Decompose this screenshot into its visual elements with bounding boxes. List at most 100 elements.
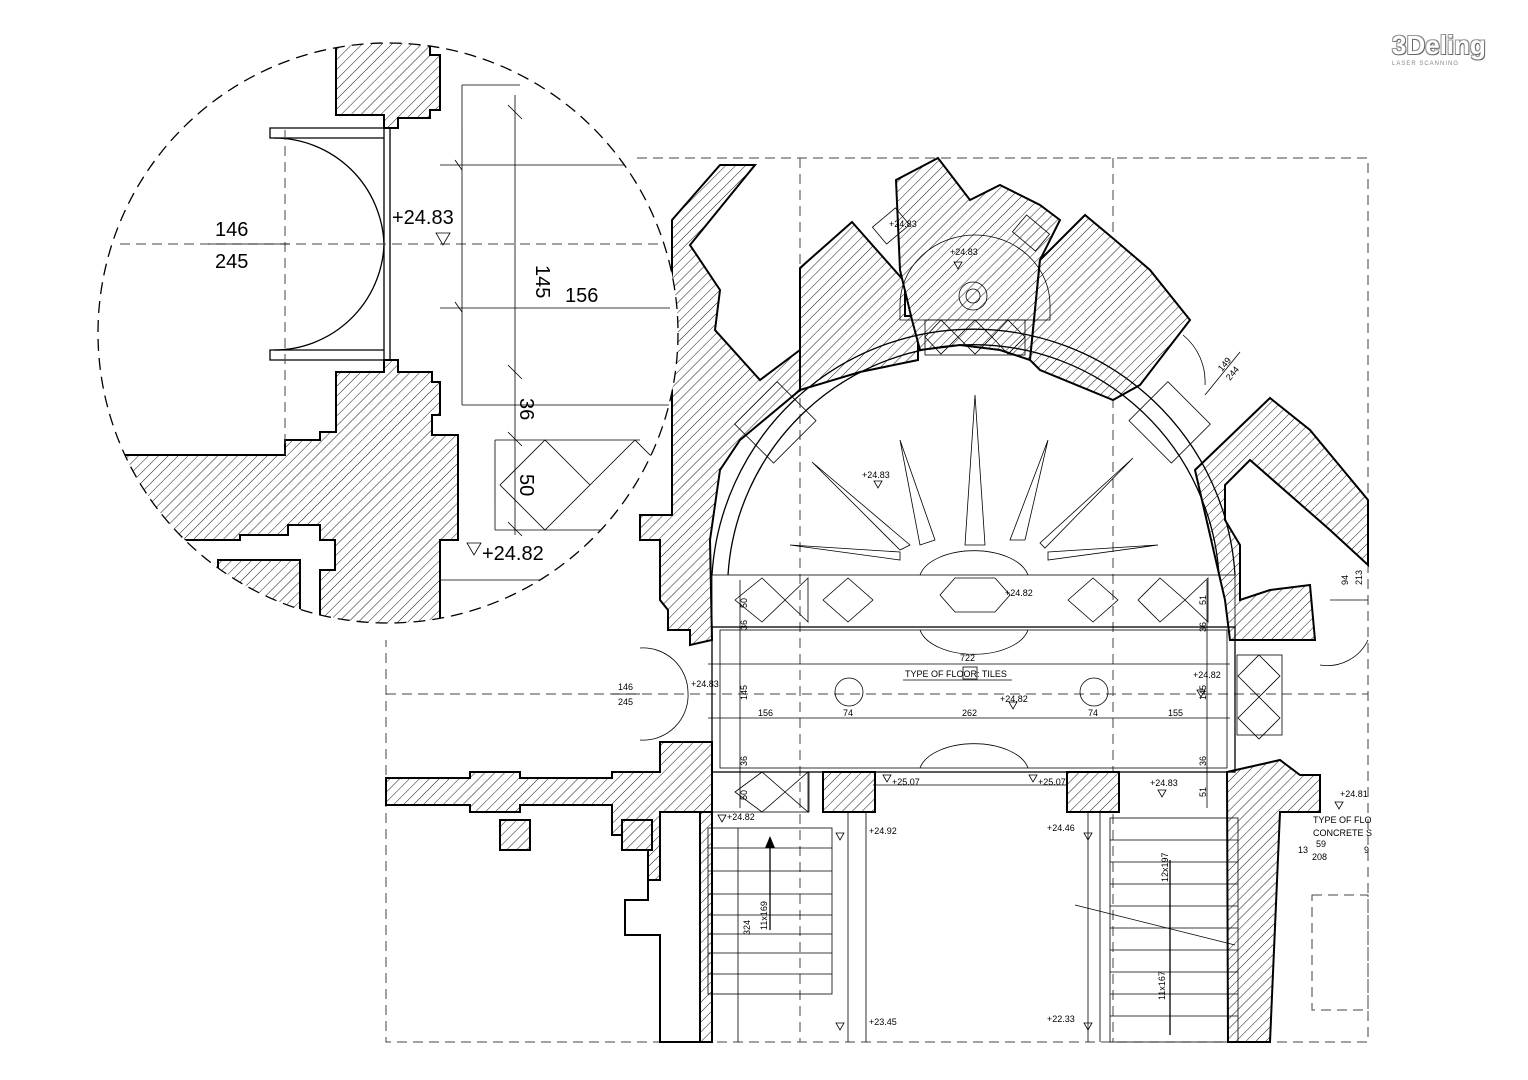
wall-left-upper bbox=[639, 164, 801, 647]
dim-small-13: 13 bbox=[1298, 845, 1308, 855]
detail-level-top: +24.83 bbox=[392, 207, 454, 229]
column-round-left bbox=[834, 677, 864, 707]
column-mid-left bbox=[822, 771, 876, 813]
detail-wall-bottom bbox=[99, 359, 459, 623]
door-ne-arc bbox=[1182, 334, 1206, 386]
dim-156: 156 bbox=[758, 708, 773, 718]
level-door-left: +24.83 bbox=[691, 679, 719, 689]
column-left-2 bbox=[621, 819, 653, 851]
stair-right bbox=[1074, 817, 1239, 1043]
level-corridor-a: +24.92 bbox=[869, 826, 897, 836]
dim-74-left: 74 bbox=[843, 708, 853, 718]
door-e-dim-top: 94 bbox=[1340, 575, 1350, 585]
detail-door-dim-top: 146 bbox=[215, 219, 248, 241]
niche-box-left bbox=[871, 207, 911, 245]
sun-rays bbox=[789, 394, 1159, 561]
detail-dim-156: 156 bbox=[565, 285, 598, 307]
level-south-right: +24.83 bbox=[1150, 778, 1178, 788]
dim-36-b: 36 bbox=[739, 756, 749, 766]
level-corridor-left: +25.07 bbox=[892, 777, 920, 787]
dim-51-bottom: 51 bbox=[1198, 787, 1208, 797]
stair-left-length: 324 bbox=[742, 920, 752, 935]
dim-51-top: 51 bbox=[1198, 595, 1208, 605]
room-right-dashed bbox=[1311, 894, 1369, 1011]
door-e-arc bbox=[1319, 639, 1369, 666]
level-bottom-right: +22.33 bbox=[1047, 1014, 1075, 1024]
detail-level-markers bbox=[435, 232, 482, 556]
logo-subtitle: LASER SCANNING bbox=[1392, 61, 1460, 67]
column-left-1 bbox=[499, 819, 531, 851]
level-hexagon: +24.82 bbox=[1005, 588, 1033, 598]
dim-74-right: 74 bbox=[1088, 708, 1098, 718]
dim-36-a: 36 bbox=[739, 620, 749, 630]
level-door-right: +24.82 bbox=[1193, 670, 1221, 680]
level-hall: +24.82 bbox=[1000, 694, 1028, 704]
level-niche-box: +24.83 bbox=[889, 219, 917, 229]
detail-door-arcs bbox=[273, 137, 385, 351]
hexagon-center bbox=[939, 577, 1011, 613]
zoom-detail: 146 245 +24.83 +24.82 145 156 36 50 bbox=[97, 42, 679, 624]
wall-sw-corridor bbox=[385, 741, 713, 1043]
detail-door-frame bbox=[269, 127, 391, 361]
floor-type-label-right: TYPE OF FLO bbox=[1313, 815, 1372, 825]
dim-small-9: 9 bbox=[1364, 845, 1369, 855]
dim-145-right: 145 bbox=[1198, 685, 1208, 700]
tile-row-bottom bbox=[711, 771, 810, 813]
tile-nw bbox=[734, 381, 817, 464]
apse-inner-arc bbox=[727, 344, 1220, 576]
stair-right-top: 12x197 bbox=[1160, 852, 1170, 882]
dim-36-d: 36 bbox=[1198, 756, 1208, 766]
logo-text: 3Deling bbox=[1392, 30, 1486, 60]
tile-row-bottom-diamonds bbox=[734, 771, 809, 813]
floor-type-label: TYPE OF FLOOR: TILES bbox=[905, 669, 1007, 679]
dim-small-208: 208 bbox=[1312, 852, 1327, 862]
level-east-room: +24.81 bbox=[1340, 789, 1368, 799]
stair-right-bottom: 11x167 bbox=[1157, 971, 1167, 1000]
niche-circle bbox=[958, 281, 988, 311]
tile-row-top-diamonds bbox=[734, 577, 1209, 623]
corridor-lines bbox=[847, 784, 1101, 1042]
detail-level-bottom: +24.82 bbox=[482, 543, 544, 565]
level-stair-top: +24.82 bbox=[727, 812, 755, 822]
level-corridor-right: +25.07 bbox=[1038, 777, 1066, 787]
stair-left-run: 11x169 bbox=[759, 901, 769, 930]
floor-type-label-right-2: CONCRETE S bbox=[1313, 828, 1372, 838]
detail-dim-50: 50 bbox=[515, 474, 537, 496]
wall-right-upper bbox=[1193, 396, 1369, 641]
level-corridor-b: +24.46 bbox=[1047, 823, 1075, 833]
level-apse: +24.83 bbox=[862, 470, 890, 480]
brand-logo: 3Deling LASER SCANNING bbox=[1392, 30, 1502, 90]
column-mid-right bbox=[1066, 771, 1120, 813]
detail-wall-bottom-left bbox=[217, 559, 301, 623]
niche-box-right bbox=[1011, 214, 1051, 252]
wall-right-lower bbox=[1225, 758, 1321, 1043]
apse-outer-arc bbox=[711, 328, 1236, 576]
stair-left bbox=[707, 827, 833, 995]
sun-center bbox=[919, 550, 1029, 576]
dim-145-left: 145 bbox=[739, 685, 749, 700]
tile-row-top bbox=[711, 574, 1236, 628]
detail-dim-36: 36 bbox=[515, 398, 537, 420]
niche-circle-inner bbox=[965, 288, 981, 304]
detail-dim-ticks bbox=[454, 104, 523, 537]
detail-wall-top bbox=[335, 43, 441, 129]
dim-36-c: 36 bbox=[1198, 622, 1208, 632]
dim-small-59: 59 bbox=[1316, 839, 1326, 849]
door-left-dim-bottom: 245 bbox=[618, 697, 633, 707]
dim-722: 722 bbox=[960, 653, 975, 663]
door-left-dim-top: 146 bbox=[618, 682, 633, 692]
detail-dim-145: 145 bbox=[531, 265, 553, 298]
tile-ne bbox=[1128, 381, 1211, 464]
dim-line-ne bbox=[1204, 351, 1241, 396]
detail-door-dim-bottom: 245 bbox=[215, 251, 248, 273]
niche-tile-diamonds bbox=[924, 319, 1026, 355]
hall-arc-top bbox=[919, 629, 1029, 655]
column-round-right bbox=[1079, 677, 1109, 707]
level-box-center bbox=[962, 666, 978, 680]
dim-262: 262 bbox=[962, 708, 977, 718]
dim-50-top: 50 bbox=[739, 598, 749, 608]
tile-east-diamonds bbox=[1237, 654, 1281, 740]
level-bottom-left: +23.45 bbox=[869, 1017, 897, 1027]
level-niche: +24.83 bbox=[950, 247, 978, 257]
